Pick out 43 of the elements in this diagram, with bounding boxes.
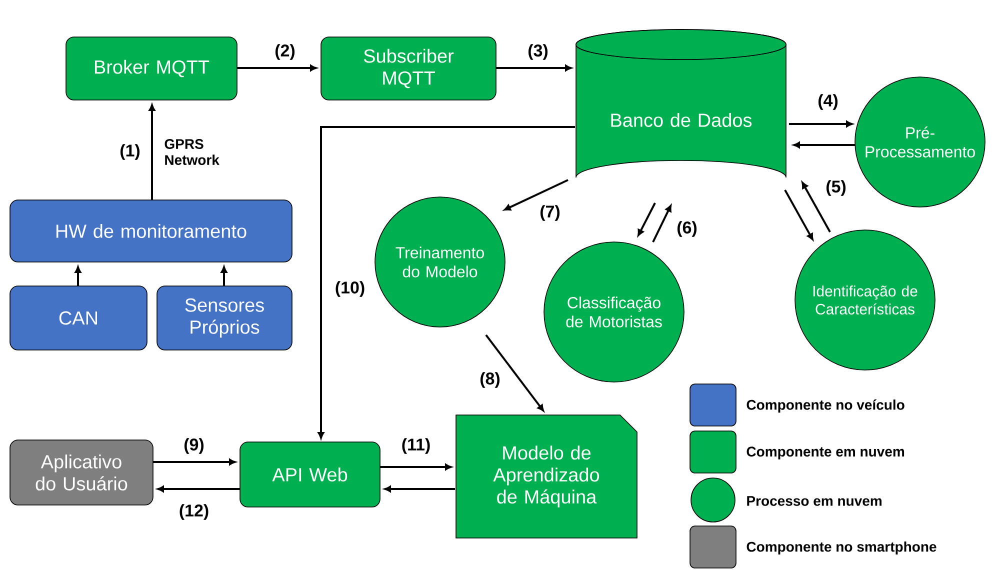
- process-box: CAN: [10, 286, 148, 350]
- edge-label: (2): [274, 43, 296, 61]
- arrow: [237, 64, 317, 72]
- process-box: Broker MQTT: [66, 36, 238, 100]
- edge-label: (5): [824, 179, 848, 197]
- arrow: [789, 120, 853, 128]
- arrow: [496, 64, 572, 72]
- edge-label: (12): [178, 503, 210, 521]
- legend-label: Componente no smartphone: [746, 541, 936, 555]
- edge-label: (6): [676, 220, 698, 238]
- legend-label: Componente em nuvem: [746, 446, 904, 460]
- process-box: Aplicativo do Usuário: [10, 440, 154, 506]
- process-box: API Web: [240, 442, 380, 508]
- edge-label: (3): [526, 43, 550, 61]
- edge-label: (9): [182, 437, 206, 455]
- arrow: [638, 202, 656, 236]
- arrow: [384, 486, 455, 492]
- arrow: [74, 266, 82, 286]
- edge-label: (10): [334, 280, 366, 298]
- edge-label: (11): [400, 437, 432, 455]
- process-box: Sensores Próprios: [156, 286, 292, 350]
- edge-label: (4): [816, 93, 840, 111]
- arrow: [380, 464, 452, 470]
- arrow: [148, 104, 156, 200]
- process-box: HW de monitoramento: [10, 200, 292, 262]
- arrow: [157, 486, 240, 492]
- database-cylinder: Banco de Dados: [576, 29, 786, 178]
- arrow: [793, 142, 856, 148]
- process-box: Subscriber MQTT: [320, 36, 496, 100]
- arrow: [802, 182, 831, 232]
- edge-label: (7): [538, 204, 562, 222]
- arrow: [784, 190, 814, 240]
- arrow: [485, 334, 544, 412]
- network-label: GPRS Network: [164, 139, 220, 165]
- arrow: [652, 204, 672, 242]
- edge-label: (1): [118, 143, 142, 161]
- edge-label: (8): [478, 371, 502, 389]
- legend-label: Componente no veículo: [746, 399, 904, 413]
- arrow: [318, 126, 575, 439]
- arrow: [153, 458, 236, 466]
- arrow: [220, 266, 228, 286]
- legend-label: Processo em nuvem: [747, 496, 882, 506]
- arrow: [504, 179, 568, 211]
